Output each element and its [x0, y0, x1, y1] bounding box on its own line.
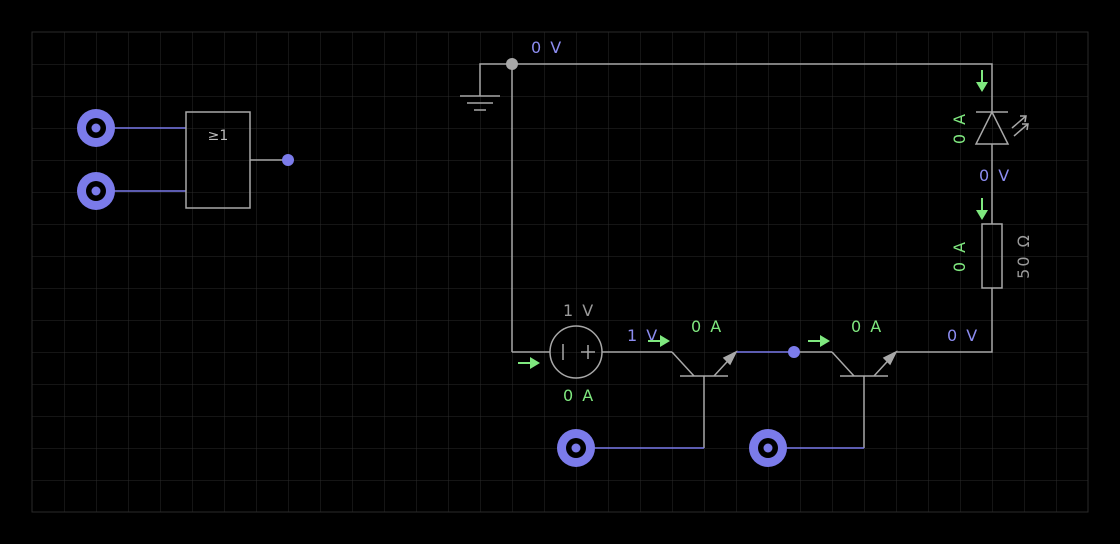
resistor-value-label: 50 Ω — [1014, 233, 1033, 279]
led-icon[interactable] — [974, 110, 1029, 145]
resistor-current-label: 0 A — [950, 240, 969, 272]
current-arrow — [808, 335, 830, 347]
toggle-switch-a[interactable] — [77, 109, 115, 147]
top-node-voltage: 0 V — [531, 38, 563, 57]
toggle-switch-b[interactable] — [77, 172, 115, 210]
toggle-switch-c[interactable] — [557, 429, 595, 467]
right-bottom-voltage: 0 V — [947, 326, 979, 345]
transistor2-current-label: 0 A — [851, 317, 883, 336]
npn-transistor-2[interactable] — [831, 350, 898, 448]
resistor[interactable] — [981, 223, 1003, 289]
source-current-label: 0 A — [563, 386, 595, 405]
junction-node[interactable] — [788, 346, 800, 358]
transistor1-current-label: 0 A — [691, 317, 723, 336]
ground-icon[interactable] — [460, 86, 500, 111]
output-node[interactable] — [282, 154, 294, 166]
junction-node[interactable] — [506, 58, 518, 70]
npn-transistor-1[interactable] — [671, 350, 738, 448]
or-gate-label: ≥1 — [208, 128, 229, 144]
source-output-voltage: 1 V — [627, 326, 659, 345]
wires — [479, 63, 993, 353]
led-bottom-voltage: 0 V — [979, 166, 1011, 185]
voltage-source[interactable] — [549, 325, 603, 379]
toggle-switch-d[interactable] — [749, 429, 787, 467]
led-current-label: 0 A — [950, 112, 969, 144]
current-arrow — [976, 70, 988, 92]
current-arrow — [648, 335, 670, 347]
current-arrow — [518, 357, 540, 369]
current-arrow — [976, 198, 988, 220]
source-voltage-label: 1 V — [563, 301, 595, 320]
